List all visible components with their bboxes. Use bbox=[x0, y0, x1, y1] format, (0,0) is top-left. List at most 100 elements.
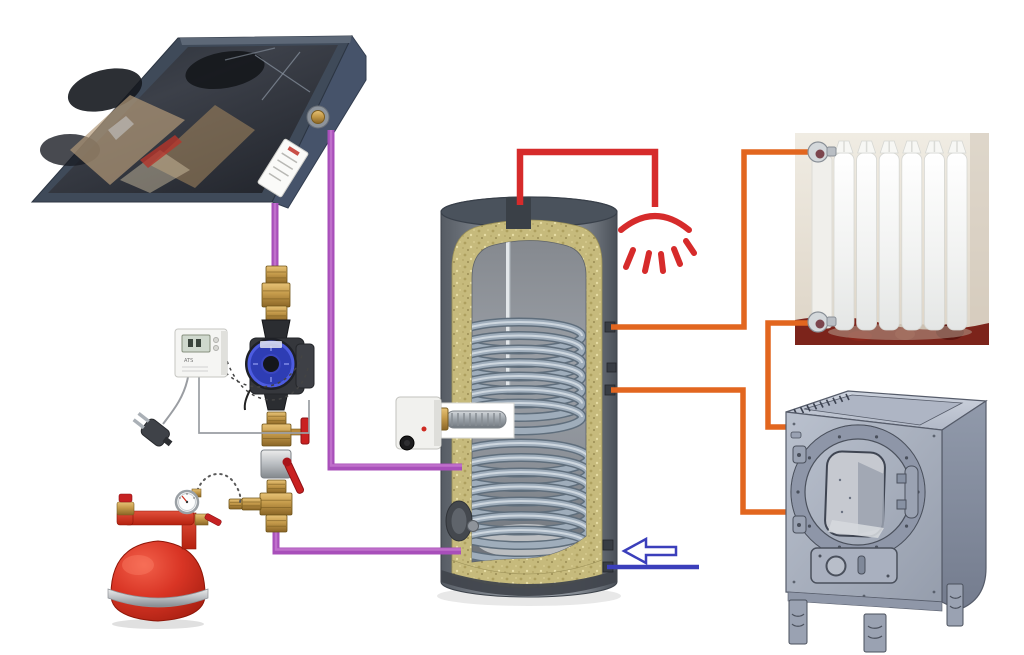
sensor-wire-dashed bbox=[220, 333, 309, 401]
ball-valve-red-handle bbox=[300, 417, 310, 445]
fill-tee-body bbox=[259, 492, 293, 516]
shower-head-arc bbox=[618, 213, 692, 233]
pump-face-center bbox=[261, 354, 281, 374]
lower-coil-loop-highlight bbox=[472, 442, 586, 459]
heater-box-side bbox=[434, 400, 441, 446]
expansion-vessel bbox=[110, 540, 206, 622]
spray-dash bbox=[623, 247, 636, 270]
solar-pump-station bbox=[228, 265, 315, 533]
radiator-valve-top-nut bbox=[826, 146, 837, 157]
mains-plug bbox=[132, 412, 173, 447]
collector-label-line bbox=[268, 172, 282, 182]
pump-housing-box bbox=[295, 343, 315, 389]
radiator-section bbox=[901, 152, 923, 331]
union-fitting bbox=[265, 305, 288, 322]
union-fitting bbox=[266, 411, 287, 426]
boiler-latch bbox=[790, 431, 802, 439]
plug-pin bbox=[137, 412, 150, 423]
inspection-flange-center bbox=[451, 508, 467, 534]
photo-wall-shade bbox=[970, 133, 989, 345]
vent-slot bbox=[832, 397, 837, 405]
ball-valve-body bbox=[261, 423, 292, 447]
pipe-network bbox=[271, 130, 812, 570]
plate-screw bbox=[886, 574, 890, 578]
vent-slot bbox=[806, 404, 811, 412]
pipe-dhw-to-shower bbox=[516, 148, 659, 207]
tank-bottom-rim bbox=[441, 570, 617, 596]
flange-nub bbox=[467, 520, 479, 532]
collector-label-line bbox=[272, 165, 289, 177]
brass-fittings bbox=[228, 265, 293, 533]
door-handle bbox=[904, 465, 919, 519]
door-opening-side-wall bbox=[858, 462, 884, 534]
boiler-leg bbox=[946, 583, 964, 627]
collector-label-logo bbox=[287, 146, 300, 156]
pump-union-top bbox=[261, 319, 291, 341]
glass-reflection-red bbox=[140, 135, 182, 168]
pump-power-wire bbox=[198, 377, 310, 434]
glass-reflection bbox=[70, 95, 185, 185]
pipe-solar-flow-highlight bbox=[329, 130, 462, 467]
upper-coil-loop-highlight bbox=[472, 321, 583, 337]
door-bolt bbox=[796, 490, 800, 494]
radiator-photo bbox=[795, 133, 989, 345]
leg-vent-lines bbox=[791, 613, 805, 627]
solar-collector bbox=[30, 35, 367, 209]
vent-slot bbox=[812, 403, 818, 410]
pump-union-bottom bbox=[263, 391, 289, 411]
lower-coil-loop-highlight bbox=[472, 529, 586, 546]
lower-coil-loop-highlight bbox=[472, 500, 586, 517]
pump-cable bbox=[243, 389, 251, 411]
pipe-tank-to-boiler bbox=[611, 387, 788, 515]
radiator-sections bbox=[833, 140, 968, 331]
plate-screw bbox=[818, 554, 822, 558]
union-fitting bbox=[265, 265, 288, 285]
glass-reflection bbox=[108, 116, 134, 140]
door-bolt bbox=[874, 435, 879, 439]
radiator-section bbox=[878, 152, 900, 331]
safety-valve-body bbox=[116, 501, 135, 516]
vent-slot bbox=[825, 399, 831, 406]
boiler-bottom-lip bbox=[787, 591, 943, 612]
upper-coil-loop-highlight bbox=[472, 348, 583, 364]
ash-plate-slot bbox=[857, 555, 866, 575]
upper-heat-exchanger-coil bbox=[472, 317, 586, 436]
radiator-section bbox=[946, 152, 968, 331]
pipe-solar-return-bottom-highlight bbox=[274, 531, 461, 551]
pipe-radiator-to-boiler bbox=[765, 320, 812, 430]
door-handle-bracket bbox=[896, 499, 907, 510]
differential-controller: ATS bbox=[132, 328, 310, 447]
union-fitting bbox=[266, 479, 287, 494]
gauge-center bbox=[185, 500, 189, 504]
tank-port bbox=[602, 539, 614, 551]
controller-button bbox=[213, 337, 219, 343]
upper-coil-loop-highlight bbox=[472, 388, 583, 404]
boiler-top-panel bbox=[803, 394, 964, 426]
door-handle-bracket bbox=[896, 473, 907, 484]
plug-cable-nub bbox=[162, 436, 173, 447]
heater-knob-center bbox=[404, 440, 410, 446]
ball-valve-stem bbox=[290, 428, 302, 436]
lower-heat-exchanger-coil bbox=[472, 438, 586, 562]
gauge-tick bbox=[193, 497, 195, 499]
check-valve bbox=[261, 282, 291, 308]
door-bolt bbox=[904, 456, 909, 460]
solid-fuel-boiler bbox=[785, 390, 988, 653]
pipe-tank-to-radiator bbox=[611, 149, 812, 330]
door-opening-dots bbox=[838, 478, 852, 514]
spray-dash bbox=[642, 250, 652, 274]
upper-coil-loop-highlight bbox=[472, 402, 583, 418]
door-bolt bbox=[837, 435, 842, 439]
glass-truss-line bbox=[224, 47, 276, 61]
gauge-tick bbox=[179, 497, 181, 499]
radiator-valves bbox=[807, 141, 837, 333]
union-fitting bbox=[265, 514, 288, 533]
radiator-section bbox=[856, 152, 877, 331]
controller-button bbox=[213, 345, 219, 351]
boiler-vent-slots bbox=[793, 393, 850, 416]
collector-frame-edge bbox=[180, 36, 352, 45]
radiator-valve-bottom-nut bbox=[826, 316, 837, 327]
tank-port bbox=[606, 362, 617, 373]
gauge-needle bbox=[181, 495, 188, 503]
